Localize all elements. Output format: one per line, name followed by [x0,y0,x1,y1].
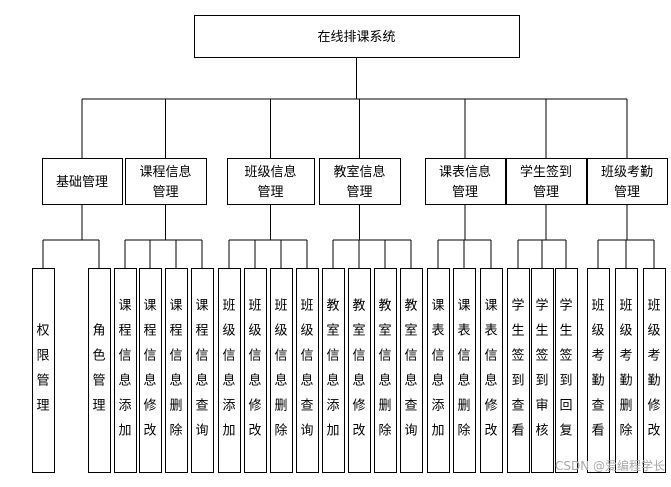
leaf-label: 课程信息查询 [195,299,208,439]
leaf-box [507,268,530,473]
module-box [125,158,207,205]
leaf-label: 教室信息添加 [326,298,339,439]
watermark-text: CSDN @爱编程学长 [555,458,665,473]
module-label: 班级考勤管理 [601,165,653,200]
leaf-box [218,268,241,473]
module-label: 课表信息管理 [439,164,491,200]
connector-lines [42,58,655,268]
leaf-box [615,268,638,473]
module-box [319,158,401,205]
leaf-label: 学生签到回复 [559,298,572,439]
leaf-label: 教室信息删除 [378,298,391,439]
leaf-label: 班级考勤修改 [647,299,660,439]
leaf-box [139,268,162,473]
module-box [42,158,123,205]
module-label: 学生签到管理 [520,164,572,200]
leaf-label: 课程信息修改 [143,299,156,439]
leaf-box [114,268,137,473]
root-box [194,15,520,58]
diagram-boxes: 在线排课系统基础管理权限管理角色管理课程信息管理课程信息添加课程信息修改课程信息… [32,15,668,473]
module-box [425,158,506,205]
leaf-box [480,268,503,473]
leaf-box [348,268,371,473]
leaf-label: 学生签到审核 [535,298,548,439]
module-label: 班级信息管理 [244,164,296,200]
leaf-box [244,268,267,473]
leaf-label: 课程信息删除 [169,299,182,439]
leaf-box [643,268,666,473]
leaf-label: 教室信息查询 [404,298,417,439]
leaf-label: 班级信息修改 [248,299,261,439]
module-label: 基础管理 [56,175,108,190]
root-title: 在线排课系统 [317,30,395,45]
leaf-label: 教室信息修改 [352,298,365,439]
leaf-label: 班级信息添加 [222,299,235,439]
leaf-label: 学生签到查看 [511,298,524,439]
leaf-box [453,268,476,473]
leaf-label: 班级信息查询 [300,299,313,439]
leaf-label: 班级考勤删除 [619,299,632,439]
leaf-label: 权限管理 [36,323,49,414]
leaf-box [32,268,55,473]
leaf-box [322,268,345,473]
leaf-label: 角色管理 [92,324,105,414]
module-label: 教室信息管理 [333,164,385,200]
leaf-box [400,268,423,473]
leaf-box [374,268,397,473]
leaf-box [165,268,188,473]
leaf-label: 课表信息添加 [431,299,444,439]
module-box [506,158,587,205]
leaf-label: 课表信息删除 [457,299,470,439]
leaf-box [555,268,578,473]
module-box [587,158,668,205]
leaf-box [88,268,111,473]
leaf-label: 课程信息添加 [118,299,131,439]
module-label: 课程信息管理 [139,164,191,200]
leaf-label: 班级信息删除 [274,299,287,439]
leaf-box [587,268,610,473]
leaf-box [191,268,214,473]
leaf-box [296,268,319,473]
module-box [227,158,315,205]
leaf-label: 班级考勤查看 [591,299,604,439]
leaf-label: 课表信息修改 [484,299,497,439]
leaf-box [270,268,293,473]
leaf-box [427,268,450,473]
leaf-box [531,268,554,473]
